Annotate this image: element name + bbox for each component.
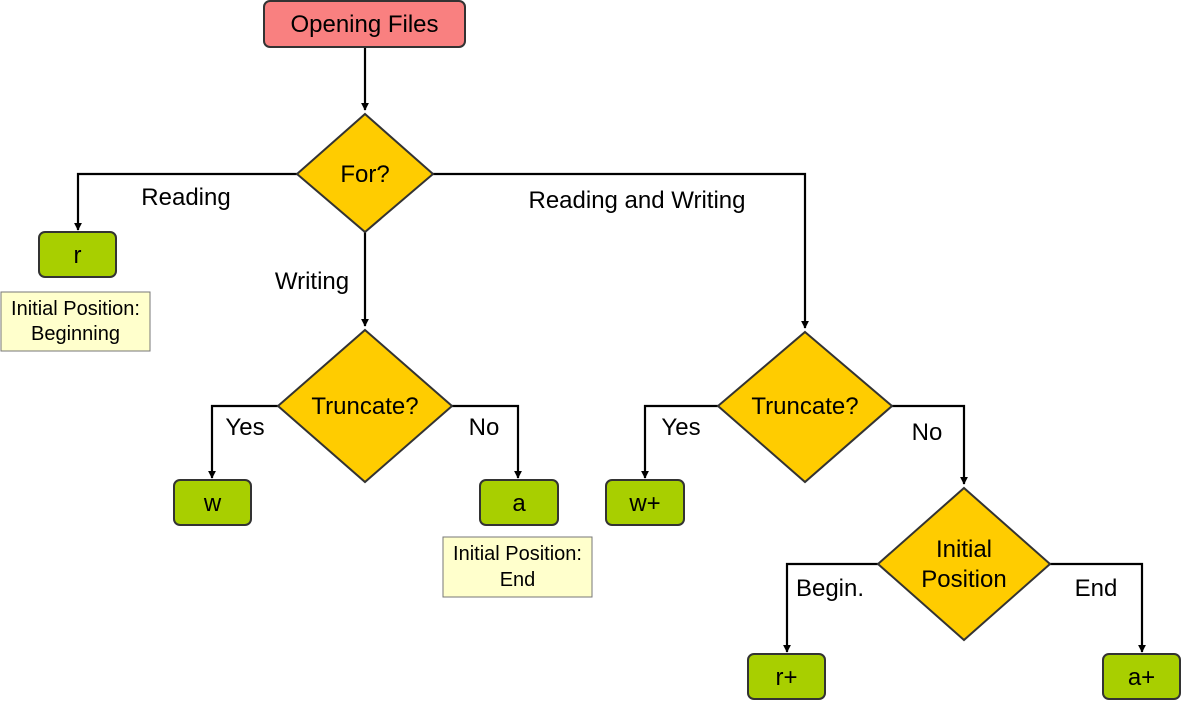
terminal-a-plus: a+: [1102, 653, 1181, 700]
edge-label-reading-and-writing: Reading and Writing: [528, 187, 745, 214]
edge-truncate-no-to-a: [452, 404, 522, 479]
note-r-line2: Beginning: [31, 323, 120, 345]
terminal-w-plus-label: w+: [628, 490, 660, 517]
decision-truncate-writing-label: Truncate?: [311, 393, 418, 420]
decision-for: For?: [295, 112, 435, 234]
terminal-r-plus-label: r+: [775, 664, 797, 691]
edge-truncate-rw-no-to-initial: [892, 404, 968, 485]
edge-label-reading: Reading: [141, 184, 230, 211]
decision-initial-position-line2: Position: [921, 566, 1006, 593]
terminal-r: r: [38, 231, 117, 278]
edge-label-no-left: No: [469, 414, 500, 441]
note-a-line2: End: [500, 569, 536, 591]
connectors: [74, 48, 1146, 653]
note-r-line1: Initial Position:: [11, 298, 140, 320]
edge-truncate-rw-yes-to-wplus: [641, 404, 718, 479]
note-r-initial-position: Initial Position: Beginning: [0, 291, 151, 352]
terminal-a: a: [479, 479, 559, 526]
edge-label-no-right: No: [912, 419, 943, 446]
start-node: Opening Files: [263, 0, 466, 48]
edge-initial-begin-to-rplus: [783, 562, 878, 653]
note-a-initial-position: Initial Position: End: [442, 536, 593, 598]
decision-initial-position-line1: Initial: [936, 536, 992, 563]
decision-truncate-writing: Truncate?: [276, 328, 454, 484]
terminal-w-label: w: [203, 490, 222, 517]
decision-initial-position: Initial Position: [876, 486, 1052, 642]
edge-label-begin: Begin.: [796, 575, 864, 602]
note-a-line1: Initial Position:: [453, 543, 582, 565]
start-node-label: Opening Files: [290, 11, 438, 38]
terminal-w-plus: w+: [605, 479, 685, 526]
edge-for-to-r: [74, 172, 297, 231]
decision-truncate-rw-label: Truncate?: [751, 393, 858, 420]
terminal-w: w: [173, 479, 252, 526]
decision-for-label: For?: [340, 161, 389, 188]
edge-for-to-truncate-rw: [433, 172, 809, 329]
edge-initial-end-to-aplus: [1050, 562, 1146, 653]
terminal-r-label: r: [74, 242, 82, 269]
decision-truncate-rw: Truncate?: [716, 330, 894, 484]
terminal-r-plus: r+: [747, 653, 826, 700]
edge-label-end: End: [1075, 575, 1118, 602]
terminal-a-label: a: [512, 490, 526, 517]
edge-label-yes-left: Yes: [225, 414, 264, 441]
edge-label-yes-right: Yes: [661, 414, 700, 441]
terminal-a-plus-label: a+: [1128, 664, 1155, 691]
edge-label-writing: Writing: [275, 268, 349, 295]
edge-truncate-yes-to-w: [208, 404, 278, 479]
